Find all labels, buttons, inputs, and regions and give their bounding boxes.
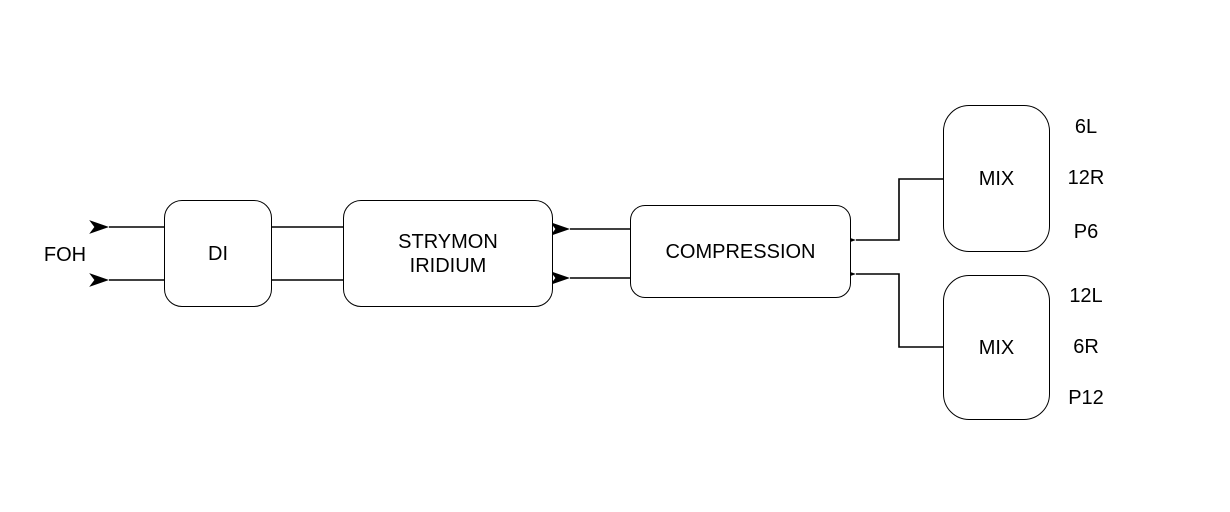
node-mix-top: MIX xyxy=(943,105,1050,252)
node-compression: COMPRESSION xyxy=(630,205,851,298)
mix-top-port-label-3: P6 xyxy=(1073,221,1099,243)
mix-bottom-port-label-3: P12 xyxy=(1068,387,1104,409)
mix-top-port-label-1: 6L xyxy=(1074,116,1098,138)
connector-mix-bottom-to-compression xyxy=(836,267,943,348)
mix-top-port-label-2: 12R xyxy=(1067,167,1105,189)
mix-bottom-port-label-2: 6R xyxy=(1073,336,1099,358)
node-di: DI xyxy=(164,200,272,307)
connector-mix-top-to-compression xyxy=(836,178,943,247)
node-mix-bottom: MIX xyxy=(943,275,1050,420)
mix-bottom-port-label-1: 12L xyxy=(1069,285,1103,307)
foh-label: FOH xyxy=(43,244,87,266)
node-strymon-iridium: STRYMON IRIDIUM xyxy=(343,200,553,307)
